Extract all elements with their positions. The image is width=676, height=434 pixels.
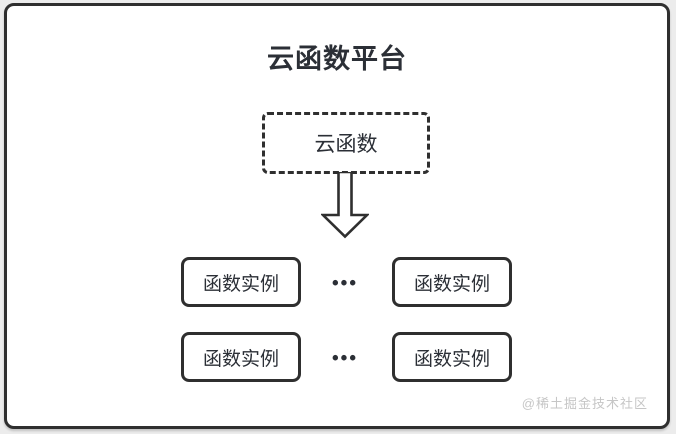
function-instance-label: 函数实例 bbox=[202, 348, 279, 370]
cloud-function-label: 云函数 bbox=[314, 133, 378, 156]
function-instance-node: 函数实例 bbox=[181, 332, 301, 382]
function-instance-label: 函数实例 bbox=[202, 273, 279, 295]
function-instance-label: 函数实例 bbox=[413, 348, 490, 370]
function-instance-node: 函数实例 bbox=[392, 332, 512, 382]
function-instance-node: 函数实例 bbox=[181, 257, 301, 307]
diagram-title: 云函数平台 bbox=[267, 44, 407, 74]
down-arrow-icon bbox=[319, 170, 371, 239]
watermark: @稀土掘金技术社区 bbox=[521, 396, 648, 411]
ellipsis-dots: ••• bbox=[332, 348, 358, 369]
function-instance-label: 函数实例 bbox=[413, 273, 490, 295]
ellipsis-dots: ••• bbox=[332, 273, 358, 294]
cloud-function-node: 云函数 bbox=[262, 112, 430, 174]
diagram-canvas: 云函数平台 云函数 函数实例 ••• 函数实例 函数实例 ••• 函数实例 @稀… bbox=[4, 3, 670, 429]
function-instance-node: 函数实例 bbox=[392, 257, 512, 307]
